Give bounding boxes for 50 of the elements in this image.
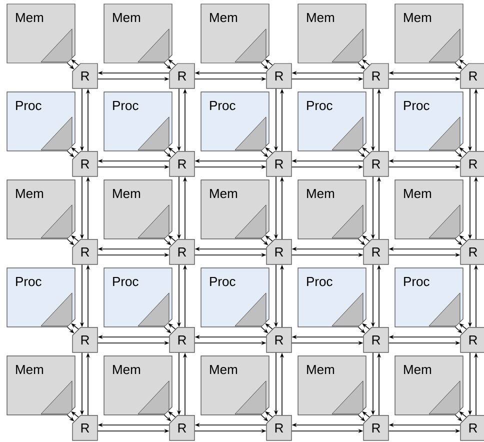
router-box: R: [169, 327, 195, 353]
tile-box: Proc: [298, 92, 366, 152]
tile-box: Mem: [394, 4, 464, 64]
tile-box: Mem: [200, 4, 270, 64]
router-box: R: [460, 415, 484, 441]
router-box: R: [169, 239, 195, 265]
tile-box: Mem: [104, 4, 172, 64]
router-box: R: [363, 63, 389, 89]
router-box: R: [72, 151, 98, 177]
tile-box: Mem: [6, 4, 76, 64]
router-box: R: [460, 239, 484, 265]
tile-box: Mem: [104, 180, 172, 240]
router-box: R: [460, 327, 484, 353]
tile-box: Proc: [200, 92, 270, 152]
tile-box: Proc: [104, 92, 172, 152]
router-box: R: [363, 239, 389, 265]
tile-box: Proc: [298, 268, 366, 328]
router-box: R: [72, 239, 98, 265]
tile-box: Mem: [394, 180, 464, 240]
tile-box: Proc: [394, 92, 464, 152]
tile-box: Mem: [394, 356, 464, 416]
router-box: R: [460, 151, 484, 177]
router-box: R: [72, 63, 98, 89]
router-box: R: [266, 415, 292, 441]
tile-box: Mem: [298, 180, 366, 240]
router-box: R: [72, 415, 98, 441]
router-box: R: [266, 63, 292, 89]
tile-box: Proc: [104, 268, 172, 328]
tile-box: Mem: [200, 356, 270, 416]
router-box: R: [363, 415, 389, 441]
tile-box: Mem: [200, 180, 270, 240]
tile-box: Mem: [6, 356, 76, 416]
router-box: R: [169, 415, 195, 441]
router-box: R: [266, 327, 292, 353]
tile-box: Proc: [6, 92, 76, 152]
router-box: R: [169, 63, 195, 89]
router-box: R: [266, 151, 292, 177]
tile-box: Proc: [6, 268, 76, 328]
tile-box: Mem: [298, 4, 366, 64]
router-box: R: [266, 239, 292, 265]
tile-box: Mem: [6, 180, 76, 240]
tile-box: Proc: [394, 268, 464, 328]
tile-box: Mem: [298, 356, 366, 416]
router-box: R: [363, 327, 389, 353]
router-box: R: [363, 151, 389, 177]
router-box: R: [169, 151, 195, 177]
tile-box: Mem: [104, 356, 172, 416]
router-box: R: [72, 327, 98, 353]
tile-box: Proc: [200, 268, 270, 328]
router-box: R: [460, 63, 484, 89]
